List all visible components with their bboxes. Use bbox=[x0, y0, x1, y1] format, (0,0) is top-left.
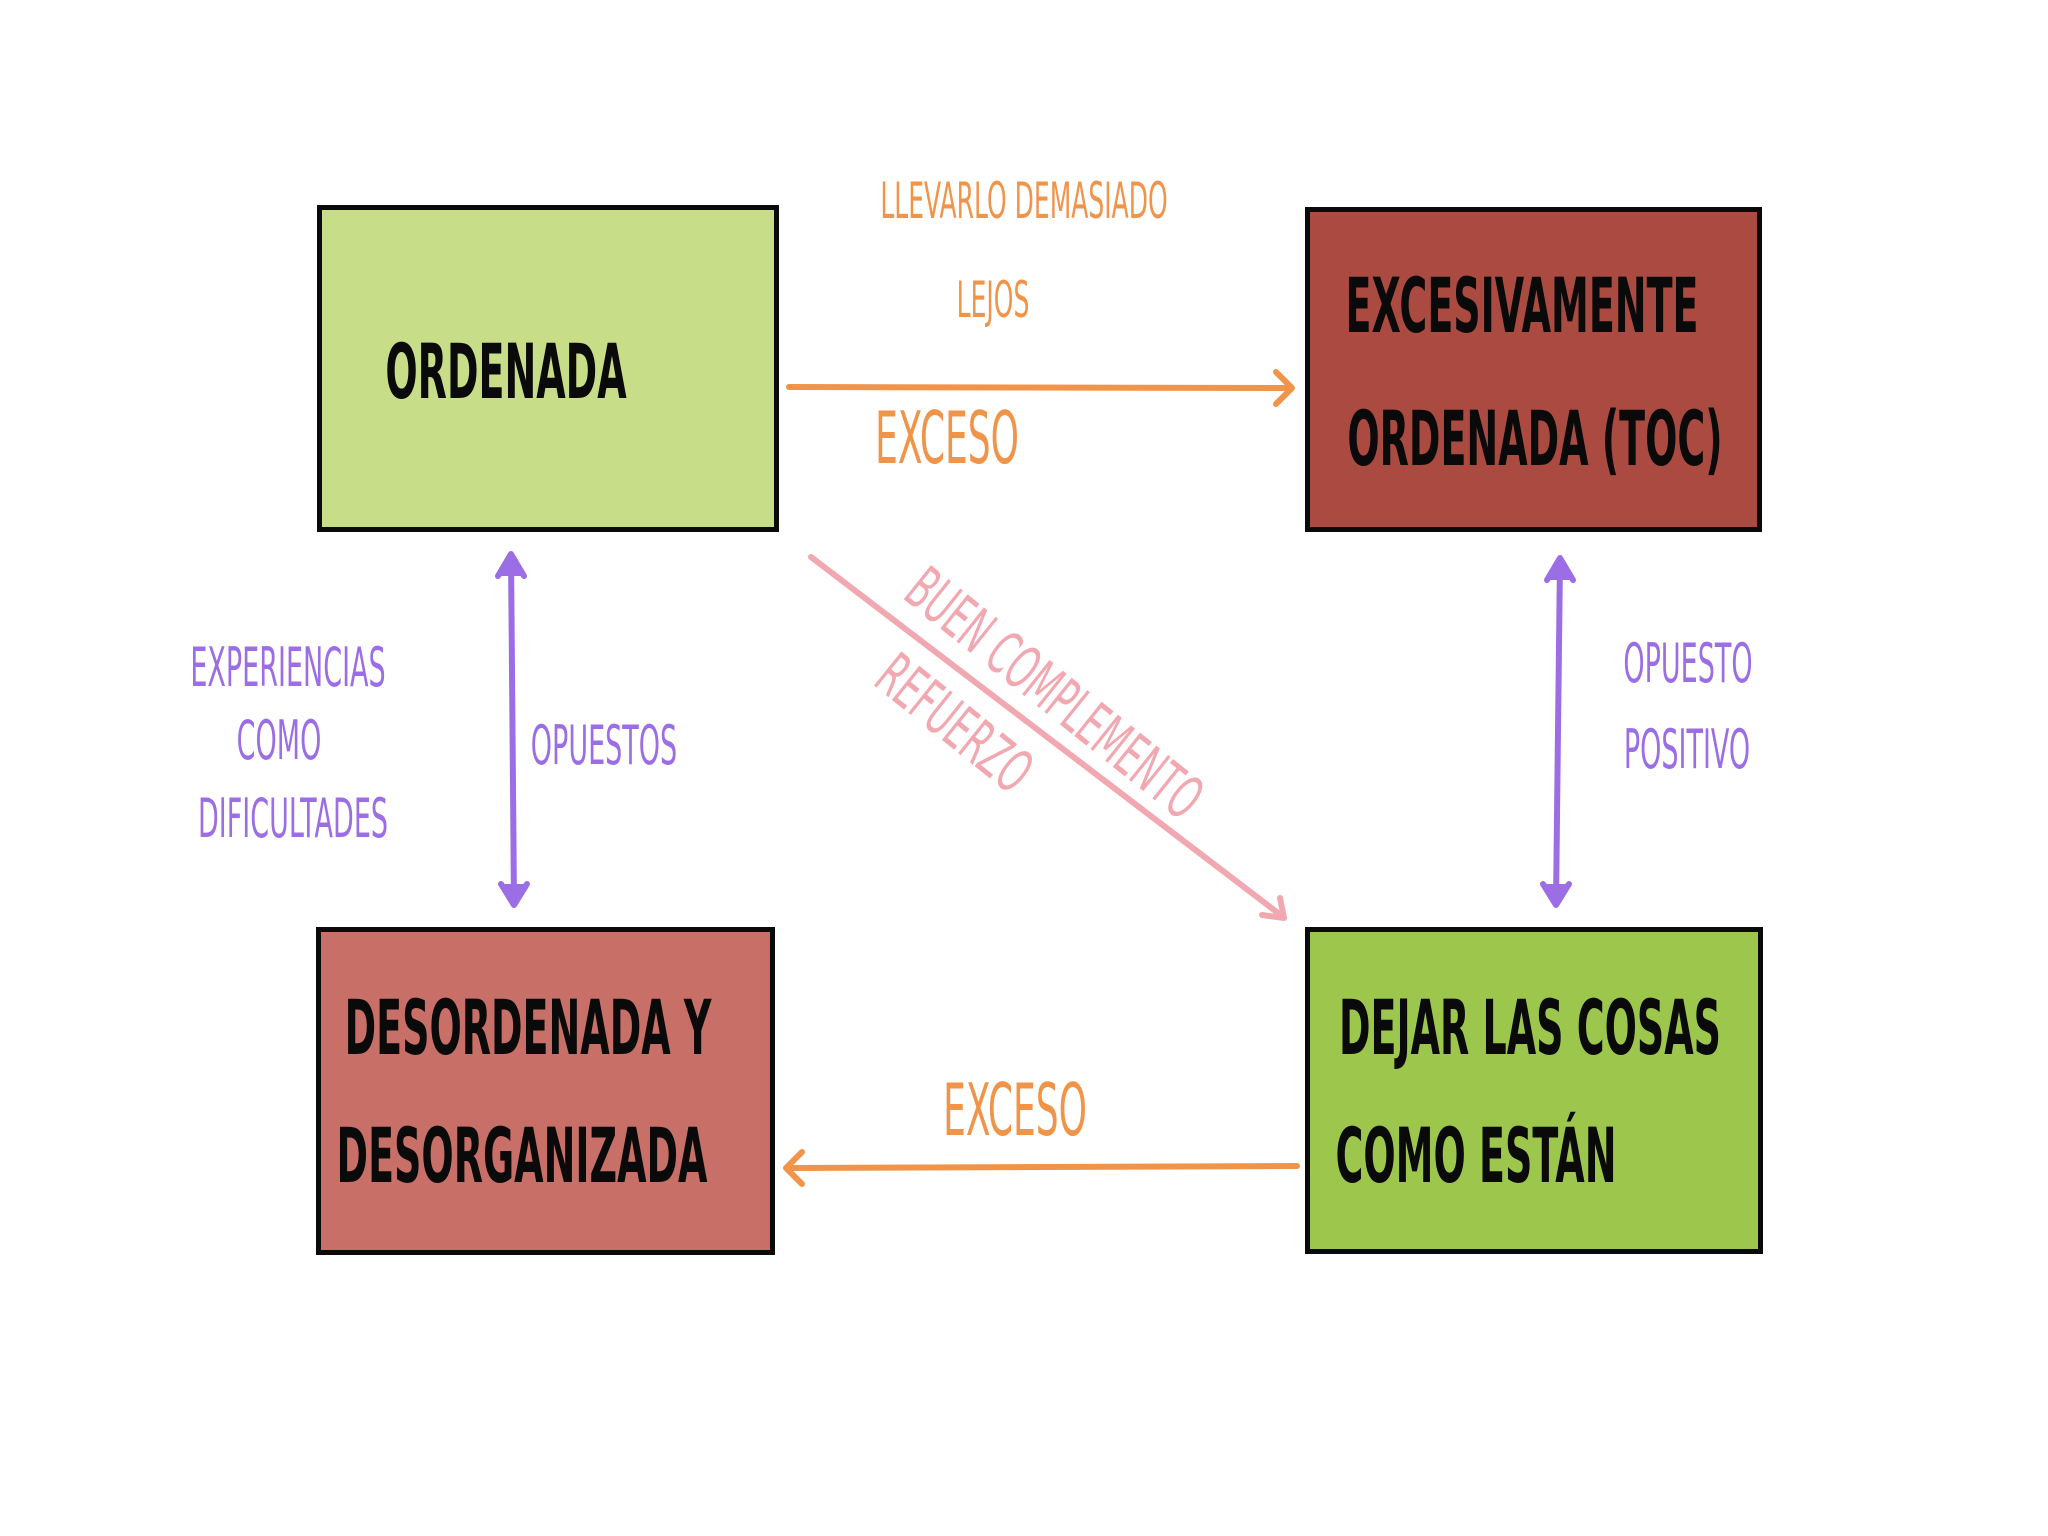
box-ordenada bbox=[317, 205, 779, 532]
box-dejar-las-cosas bbox=[1305, 927, 1763, 1254]
left-note-line3: DIFICULTADES bbox=[197, 787, 389, 850]
opuesto-label: OPUESTO bbox=[1623, 632, 1753, 695]
top-note-line2: LEJOS bbox=[956, 271, 1030, 329]
opuestos-label: OPUESTOS bbox=[530, 714, 678, 777]
arrow-ordenada-to-toc bbox=[786, 369, 1295, 407]
positivo-label: POSITIVO bbox=[1623, 718, 1751, 781]
box-desordenada-line1: DESORDENADA Y bbox=[344, 983, 712, 1072]
top-exceso-label: EXCESO bbox=[875, 396, 1019, 480]
box-ordenada-text: ORDENADA bbox=[385, 327, 627, 416]
box-excesivamente-ordenada bbox=[1305, 207, 1762, 532]
box-toc-line2: ORDENADA (TOC) bbox=[1347, 394, 1723, 483]
left-note-line1: EXPERIENCIAS bbox=[190, 636, 386, 699]
arrow-opuesto-positivo-right bbox=[1540, 555, 1576, 908]
box-dejar-line2: COMO ESTÁN bbox=[1335, 1111, 1617, 1200]
arrow-diagonal-refuerzo bbox=[808, 554, 1287, 921]
box-dejar-line1: DEJAR LAS COSAS bbox=[1338, 983, 1722, 1072]
box-desordenada bbox=[316, 927, 775, 1255]
arrow-dejar-to-desordenada bbox=[783, 1149, 1300, 1187]
bottom-exceso-label: EXCESO bbox=[943, 1068, 1087, 1152]
arrow-opuestos-left bbox=[495, 551, 530, 908]
box-desordenada-line2: DESORGANIZADA bbox=[336, 1111, 708, 1200]
left-note-line2: COMO bbox=[236, 709, 322, 772]
box-toc-line1: EXCESIVAMENTE bbox=[1345, 261, 1699, 350]
top-note-line1: LLEVARLO DEMASIADO bbox=[880, 172, 1168, 230]
